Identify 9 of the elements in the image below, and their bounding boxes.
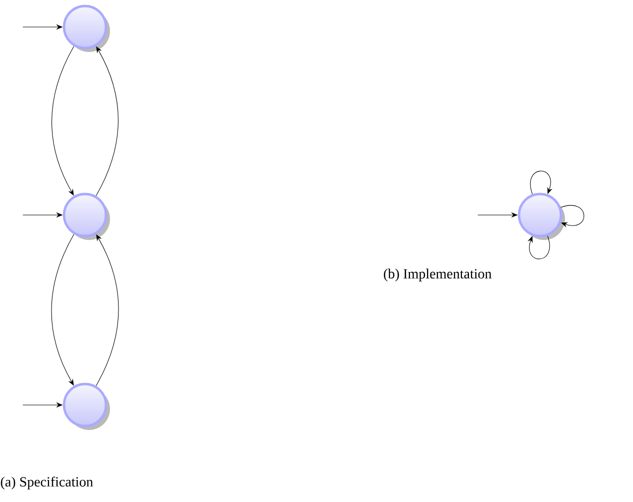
state-circle [62,382,110,430]
state-circle [518,192,565,240]
arrow [530,170,552,194]
state-circle [62,192,110,240]
arrow [560,205,584,228]
state-circle [62,4,110,52]
caption: (b) Implementation [384,268,492,282]
caption: (a) Specification [0,476,93,490]
arrow [528,236,550,260]
